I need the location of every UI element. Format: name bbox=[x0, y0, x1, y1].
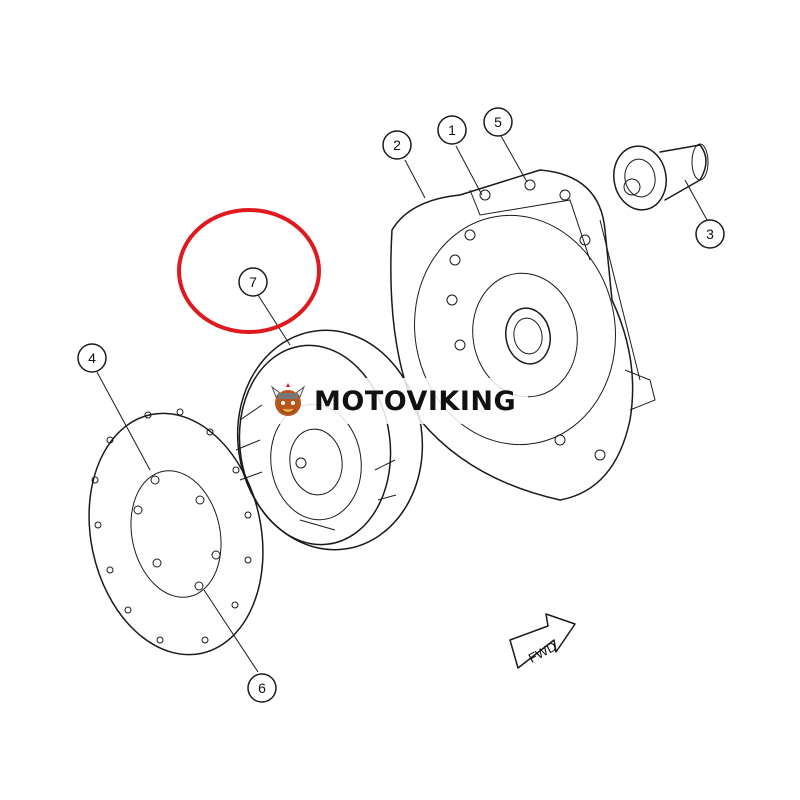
callout-7-label: 7 bbox=[249, 274, 257, 290]
callout-5: 5 bbox=[483, 107, 513, 137]
leader-2 bbox=[404, 159, 426, 199]
callout-6: 6 bbox=[247, 673, 277, 703]
callout-2-label: 2 bbox=[393, 137, 401, 153]
forward-direction-arrow: FWD bbox=[509, 613, 576, 669]
callout-5-label: 5 bbox=[494, 114, 502, 130]
callout-7: 7 bbox=[238, 267, 268, 297]
callout-3: 3 bbox=[695, 219, 725, 249]
callout-1-label: 1 bbox=[448, 122, 456, 138]
leader-1 bbox=[455, 145, 483, 196]
highlight-ring bbox=[177, 208, 321, 334]
watermark: MOTOVIKING bbox=[262, 378, 528, 424]
leader-lines bbox=[96, 135, 708, 673]
viking-mascot-icon bbox=[270, 383, 306, 416]
callout-6-label: 6 bbox=[258, 680, 266, 696]
fwd-label: FWD bbox=[526, 639, 559, 666]
callout-4-label: 4 bbox=[88, 350, 96, 366]
leader-4 bbox=[96, 371, 151, 471]
converter-housing bbox=[390, 169, 656, 501]
leader-5 bbox=[500, 135, 528, 183]
leader-7 bbox=[257, 294, 291, 346]
leader-6 bbox=[203, 589, 259, 673]
leader-3 bbox=[684, 179, 708, 221]
callout-1: 1 bbox=[437, 115, 467, 145]
callout-2: 2 bbox=[382, 130, 412, 160]
watermark-text: MOTOVIKING bbox=[314, 385, 517, 417]
callout-4: 4 bbox=[77, 343, 107, 373]
flex-plate bbox=[88, 408, 264, 656]
callout-3-label: 3 bbox=[706, 226, 714, 242]
shaft-assembly bbox=[613, 143, 709, 211]
torque-converter bbox=[235, 329, 424, 551]
